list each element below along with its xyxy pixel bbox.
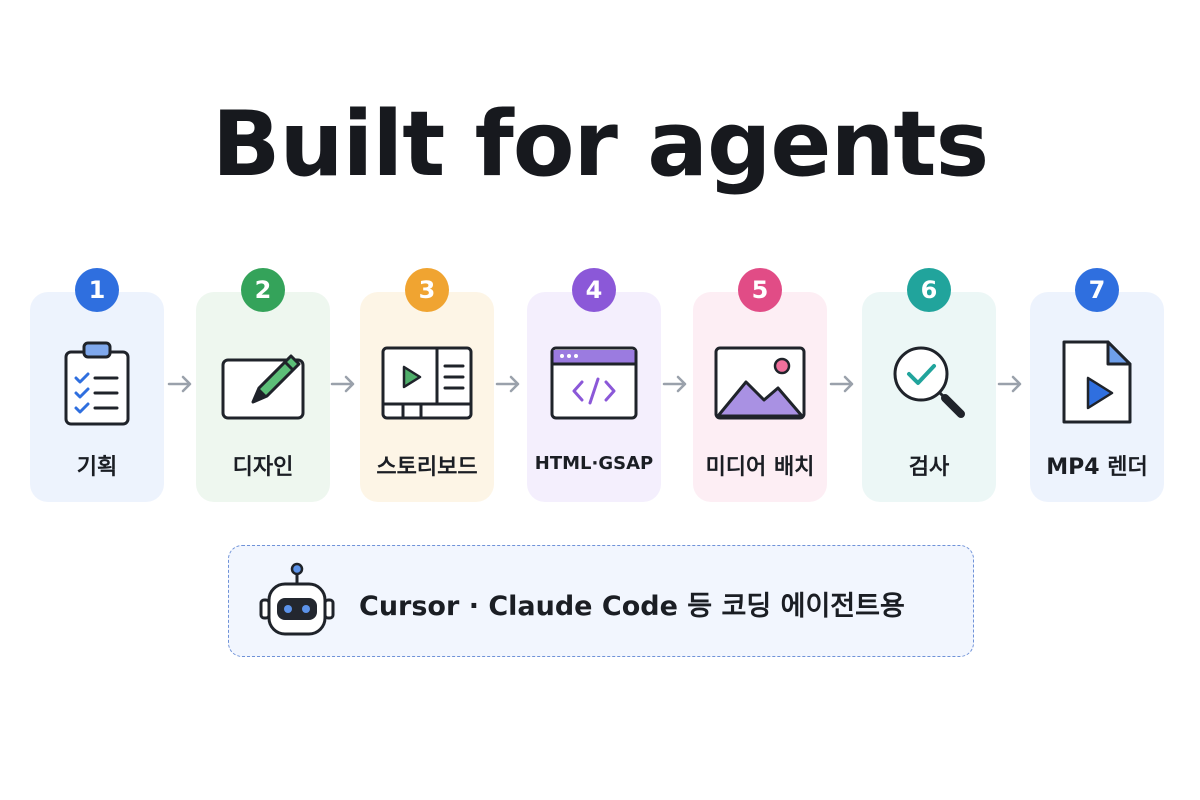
step-label-4: HTML·GSAP (534, 453, 654, 474)
page-title: Built for agents (211, 92, 989, 197)
step-label-1: 기획 (76, 455, 118, 480)
arrow-right-icon (829, 375, 854, 393)
arrow-right-icon (330, 375, 355, 393)
video-file-icon (1030, 336, 1164, 432)
step-number-5: 5 (738, 268, 782, 312)
agent-note-box: Cursor · Claude Code 등 코딩 에이전트용 (228, 545, 974, 657)
pencil-board-icon (196, 336, 330, 432)
step-label-3: 스토리보드 (376, 455, 478, 480)
arrow-right-icon (662, 375, 687, 393)
step-label-7: MP4 렌더 (1046, 455, 1148, 480)
step-label-5: 미디어 배치 (705, 455, 815, 480)
arrow-right-icon (495, 375, 520, 393)
magnifier-check-icon (862, 336, 996, 432)
step-number-6: 6 (907, 268, 951, 312)
robot-icon (257, 560, 337, 648)
step-number-4: 4 (572, 268, 616, 312)
image-icon (693, 336, 827, 432)
step-number-7: 7 (1075, 268, 1119, 312)
storyboard-icon (360, 336, 494, 432)
step-label-2: 디자인 (232, 455, 294, 480)
step-number-3: 3 (405, 268, 449, 312)
step-number-2: 2 (241, 268, 285, 312)
step-label-6: 검사 (908, 455, 950, 480)
step-number-1: 1 (75, 268, 119, 312)
agent-note-text: Cursor · Claude Code 등 코딩 에이전트용 (359, 591, 905, 622)
arrow-right-icon (167, 375, 192, 393)
arrow-right-icon (997, 375, 1022, 393)
clipboard-checklist-icon (30, 336, 164, 432)
code-window-icon (527, 336, 661, 432)
